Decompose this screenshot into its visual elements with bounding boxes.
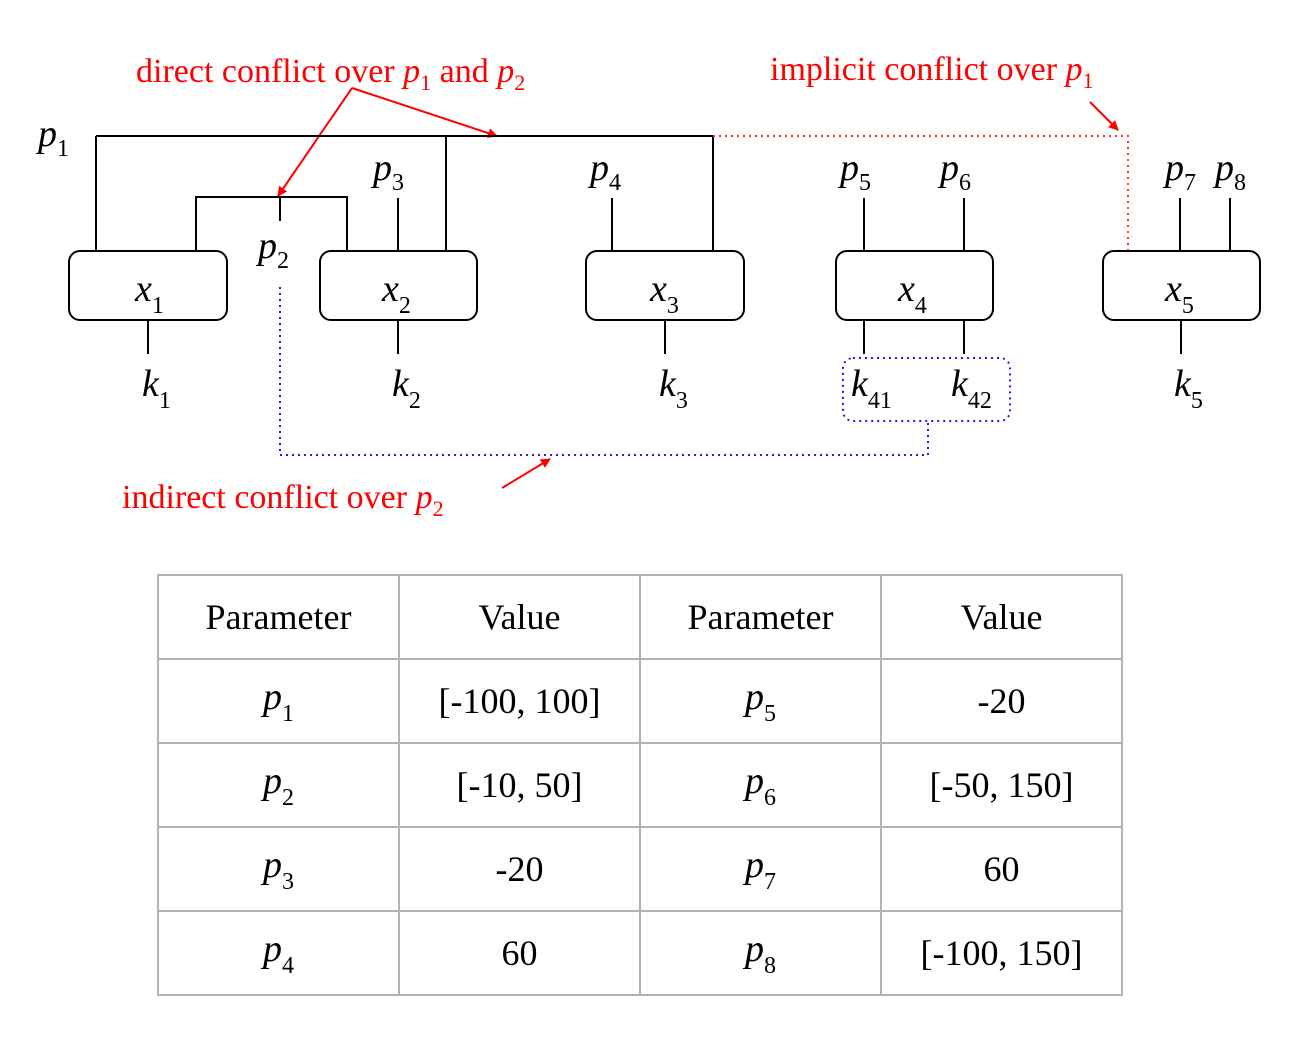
- label-k5: k5: [1174, 363, 1203, 414]
- label-k41: k41: [851, 363, 892, 414]
- direct-conflict-annotation: direct conflict over p1 and p2: [136, 53, 525, 95]
- header-parameter-left: Parameter: [157, 574, 400, 660]
- label-k3: k3: [659, 363, 688, 414]
- value-cell: [-100, 100]: [398, 658, 641, 744]
- label-k1: k1: [142, 363, 171, 414]
- value-cell: 60: [398, 910, 641, 996]
- param-cell: p5: [639, 658, 882, 744]
- direct-arrow-to-p1-bus: [351, 87, 498, 138]
- parameter-table: Parameter Value Parameter Value p1 [-100…: [157, 574, 1123, 996]
- param-cell: p4: [157, 910, 400, 996]
- label-p1: p1: [35, 113, 69, 162]
- param-cell: p8: [639, 910, 882, 996]
- header-value-right: Value: [880, 574, 1123, 660]
- param-cell: p1: [157, 658, 400, 744]
- param-cell: p7: [639, 826, 882, 912]
- label-p7: p7: [1162, 147, 1196, 196]
- direct-arrow-to-p2: [277, 87, 353, 197]
- label-p3: p3: [370, 147, 404, 196]
- label-x3: x3: [649, 268, 679, 319]
- label-x2: x2: [381, 268, 411, 319]
- label-x1: x1: [134, 268, 164, 319]
- implicit-arrow: [1089, 101, 1119, 131]
- table-row: p1 [-100, 100] p5 -20: [157, 658, 1123, 744]
- label-p5: p5: [837, 147, 871, 196]
- label-k42: k42: [951, 363, 992, 414]
- implicit-conflict-annotation: implicit conflict over p1: [770, 51, 1094, 93]
- header-parameter-right: Parameter: [639, 574, 882, 660]
- value-cell: 60: [880, 826, 1123, 912]
- block-x4: [835, 250, 994, 321]
- indirect-conflict-annotation: indirect conflict over p2: [122, 479, 444, 521]
- value-cell: [-50, 150]: [880, 742, 1123, 828]
- header-value-left: Value: [398, 574, 641, 660]
- table-row: p4 60 p8 [-100, 150]: [157, 910, 1123, 996]
- indirect-link-p2-k4: [279, 287, 929, 456]
- table-row: p3 -20 p7 60: [157, 826, 1123, 912]
- p2-bus-wire: [195, 196, 348, 250]
- value-cell: [-10, 50]: [398, 742, 641, 828]
- table-row: p2 [-10, 50] p6 [-50, 150]: [157, 742, 1123, 828]
- label-k2: k2: [392, 363, 421, 414]
- table-header-row: Parameter Value Parameter Value: [157, 574, 1123, 660]
- param-cell: p3: [157, 826, 400, 912]
- label-p8: p8: [1212, 147, 1246, 196]
- value-cell: -20: [398, 826, 641, 912]
- param-cell: p6: [639, 742, 882, 828]
- value-cell: [-100, 150]: [880, 910, 1123, 996]
- implicit-link-p1-x5: [713, 135, 1129, 250]
- value-cell: -20: [880, 658, 1123, 744]
- label-x4: x4: [897, 268, 927, 319]
- label-x5: x5: [1164, 268, 1194, 319]
- param-cell: p2: [157, 742, 400, 828]
- label-p6: p6: [937, 147, 971, 196]
- k4-group-outline: [842, 357, 1011, 422]
- label-p2: p2: [255, 225, 289, 274]
- conflict-diagram: direct conflict over p1 and p2 implicit …: [35, 51, 1261, 521]
- label-p4: p4: [587, 147, 621, 196]
- indirect-arrow: [501, 458, 551, 489]
